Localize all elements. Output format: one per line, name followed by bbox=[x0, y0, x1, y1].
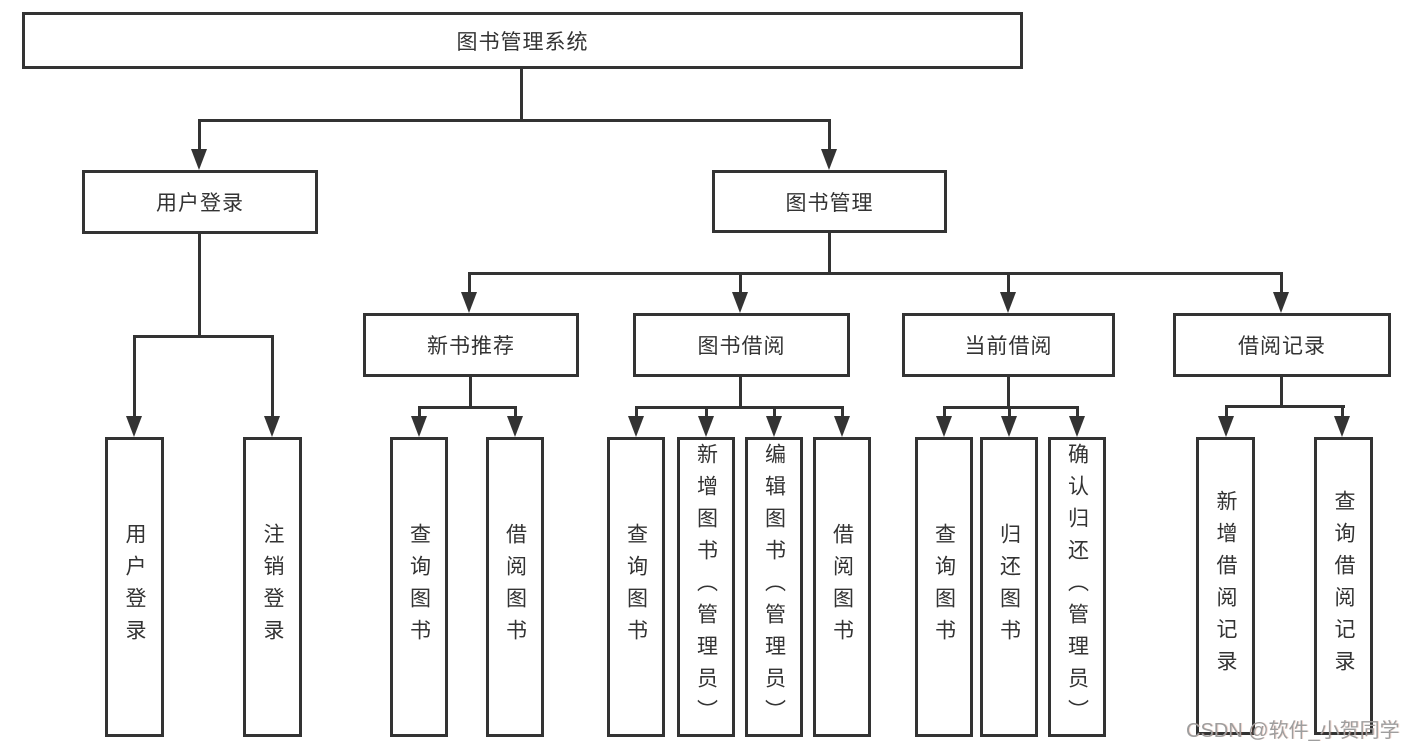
leaf-bb-query-books: 查询图书 bbox=[607, 437, 665, 737]
leaf-nb-query-books: 查询图书 bbox=[390, 437, 448, 737]
connector-user-login-bus bbox=[133, 335, 274, 338]
connector-level3-bus bbox=[468, 272, 1283, 275]
arrow-to-new-book-recommend bbox=[461, 292, 477, 313]
arrow-to-current-borrow bbox=[1000, 292, 1016, 313]
node-root-label: 图书管理系统 bbox=[456, 30, 589, 54]
arrow-to-book-borrow bbox=[732, 292, 748, 313]
leaf-br-query-record: 查询借阅记录 bbox=[1314, 437, 1373, 735]
leaf-logout-label: 注销登录 bbox=[261, 523, 284, 651]
csdn-watermark: CSDN @软件_小贺同学 bbox=[1186, 720, 1400, 742]
leaf-cb-confirm-return-admin: 确认归还（管理员） bbox=[1048, 437, 1106, 737]
node-current-borrow-label: 当前借阅 bbox=[964, 335, 1053, 358]
connector-shaft-leaf-logout bbox=[271, 335, 274, 417]
leaf-cb-query-books: 查询图书 bbox=[915, 437, 973, 737]
arrow-to-br-query bbox=[1334, 416, 1350, 437]
leaf-cb-confirm-return-admin-label: 确认归还（管理员） bbox=[1065, 443, 1089, 731]
connector-shaft-bb-borrow bbox=[841, 406, 844, 419]
arrow-to-book-management bbox=[821, 149, 837, 170]
node-book-borrow-label: 图书借阅 bbox=[697, 335, 786, 358]
connector-current-borrow-stub bbox=[1007, 377, 1010, 408]
connector-shaft-book-management bbox=[828, 119, 831, 150]
arrow-to-bb-edit bbox=[766, 416, 782, 437]
connector-new-book-recommend-bus bbox=[418, 406, 517, 409]
arrow-to-cb-confirm bbox=[1069, 416, 1085, 437]
connector-shaft-nb-query bbox=[418, 406, 421, 419]
connector-shaft-bb-query bbox=[635, 406, 638, 419]
leaf-logout: 注销登录 bbox=[243, 437, 302, 737]
connector-borrow-records-stub bbox=[1280, 377, 1283, 407]
arrow-to-bb-query bbox=[628, 416, 644, 437]
node-user-login: 用户登录 bbox=[82, 170, 318, 234]
leaf-bb-borrow-books-label: 借阅图书 bbox=[830, 523, 854, 651]
connector-shaft-br-query bbox=[1341, 405, 1344, 419]
leaf-cb-return-books: 归还图书 bbox=[980, 437, 1038, 737]
node-book-management-label: 图书管理 bbox=[785, 191, 874, 215]
connector-borrow-records-bus bbox=[1225, 405, 1345, 408]
leaf-bb-query-books-label: 查询图书 bbox=[624, 523, 648, 651]
arrow-to-leaf-logout bbox=[264, 416, 280, 437]
leaf-br-add-record-label: 新增借阅记录 bbox=[1214, 490, 1237, 682]
connector-shaft-cb-confirm bbox=[1076, 406, 1079, 419]
leaf-cb-query-books-label: 查询图书 bbox=[932, 523, 956, 651]
leaf-bb-add-books-admin: 新增图书（管理员） bbox=[677, 437, 735, 737]
arrow-to-nb-borrow bbox=[507, 416, 523, 437]
connector-book-borrow-bus bbox=[635, 406, 844, 409]
connector-root-stub bbox=[520, 69, 523, 120]
leaf-bb-edit-books-admin: 编辑图书（管理员） bbox=[745, 437, 803, 737]
arrow-to-cb-return bbox=[1001, 416, 1017, 437]
node-new-book-recommend: 新书推荐 bbox=[363, 313, 579, 377]
node-book-borrow: 图书借阅 bbox=[633, 313, 850, 377]
node-current-borrow: 当前借阅 bbox=[902, 313, 1115, 377]
arrow-to-user-login bbox=[191, 149, 207, 170]
node-book-management: 图书管理 bbox=[712, 170, 947, 233]
connector-shaft-nb-borrow bbox=[514, 406, 517, 419]
arrow-to-cb-query bbox=[936, 416, 952, 437]
arrow-to-br-add bbox=[1218, 416, 1234, 437]
leaf-br-query-record-label: 查询借阅记录 bbox=[1332, 490, 1355, 682]
connector-user-login-stub bbox=[198, 234, 201, 338]
connector-shaft-leaf-user-login bbox=[133, 335, 136, 417]
connector-shaft-book-borrow bbox=[739, 272, 742, 294]
node-borrow-records: 借阅记录 bbox=[1173, 313, 1391, 377]
leaf-bb-edit-books-admin-label: 编辑图书（管理员） bbox=[762, 443, 786, 731]
node-new-book-recommend-label: 新书推荐 bbox=[427, 335, 515, 358]
arrow-to-borrow-records bbox=[1273, 292, 1289, 313]
connector-shaft-new-book-recommend bbox=[468, 272, 471, 294]
leaf-bb-add-books-admin-label: 新增图书（管理员） bbox=[694, 443, 718, 731]
leaf-br-add-record: 新增借阅记录 bbox=[1196, 437, 1255, 735]
leaf-user-login: 用户登录 bbox=[105, 437, 164, 737]
leaf-cb-return-books-label: 归还图书 bbox=[997, 523, 1021, 651]
arrow-to-nb-query bbox=[411, 416, 427, 437]
connector-book-management-stub bbox=[828, 233, 831, 274]
arrow-to-bb-borrow bbox=[834, 416, 850, 437]
leaf-bb-borrow-books: 借阅图书 bbox=[813, 437, 871, 737]
leaf-nb-borrow-books-label: 借阅图书 bbox=[503, 523, 527, 651]
leaf-user-login-label: 用户登录 bbox=[123, 523, 146, 651]
connector-current-borrow-bus bbox=[943, 406, 1079, 409]
connector-root-bus bbox=[198, 119, 831, 122]
connector-shaft-current-borrow bbox=[1007, 272, 1010, 294]
node-user-login-label: 用户登录 bbox=[156, 192, 244, 215]
connector-book-borrow-stub bbox=[739, 377, 742, 408]
connector-new-book-recommend-stub bbox=[469, 377, 472, 408]
node-borrow-records-label: 借阅记录 bbox=[1238, 335, 1326, 358]
arrow-to-bb-add bbox=[698, 416, 714, 437]
connector-shaft-br-add bbox=[1225, 405, 1228, 419]
connector-shaft-user-login bbox=[198, 119, 201, 150]
connector-shaft-bb-edit bbox=[773, 406, 776, 419]
connector-shaft-borrow-records bbox=[1280, 272, 1283, 294]
connector-shaft-cb-query bbox=[943, 406, 946, 419]
node-root: 图书管理系统 bbox=[22, 12, 1023, 69]
leaf-nb-query-books-label: 查询图书 bbox=[407, 523, 431, 651]
arrow-to-leaf-user-login bbox=[126, 416, 142, 437]
leaf-nb-borrow-books: 借阅图书 bbox=[486, 437, 544, 737]
connector-shaft-cb-return bbox=[1008, 406, 1011, 419]
connector-shaft-bb-add bbox=[705, 406, 708, 419]
